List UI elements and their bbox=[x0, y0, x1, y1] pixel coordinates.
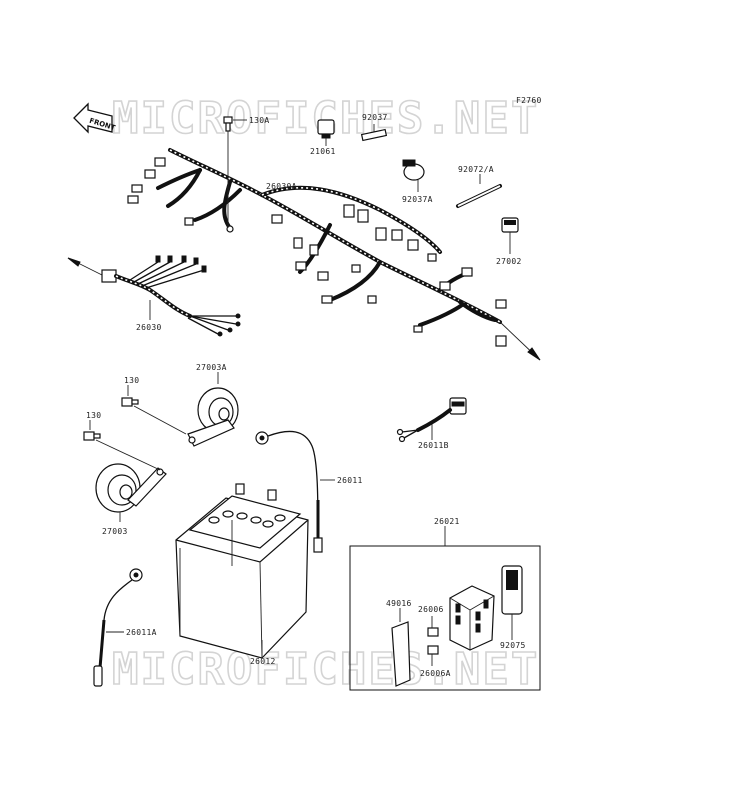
horn-27003A-icon bbox=[121, 372, 239, 447]
clamp-92037-icon bbox=[360, 124, 388, 142]
part-27002-icon bbox=[501, 217, 519, 254]
label-26011: 26011 bbox=[337, 476, 363, 485]
cable-26011B-icon bbox=[396, 397, 467, 443]
label-26030: 26030 bbox=[136, 323, 162, 332]
label-27003A: 27003A bbox=[196, 363, 227, 372]
label-130-lower: 130 bbox=[86, 411, 101, 420]
label-92072A: 92072/A bbox=[458, 165, 494, 174]
diagram-code: F2760 bbox=[516, 96, 542, 105]
label-26006: 26006 bbox=[418, 605, 444, 614]
cable-26011A-icon bbox=[93, 568, 143, 687]
horn-27003-icon bbox=[83, 431, 167, 522]
label-92037A: 92037A bbox=[402, 195, 433, 204]
watermark-bottom: MICROFICHES.NET bbox=[112, 644, 539, 695]
label-26021: 26021 bbox=[434, 517, 460, 526]
label-49016: 49016 bbox=[386, 599, 412, 608]
label-21061: 21061 bbox=[310, 147, 336, 156]
cable-26011-icon bbox=[255, 430, 335, 553]
label-27003: 27003 bbox=[102, 527, 128, 536]
label-92037: 92037 bbox=[362, 113, 388, 122]
label-26030A: 26030A bbox=[266, 182, 297, 191]
band-92072A-icon bbox=[456, 174, 502, 208]
label-130A: 130A bbox=[249, 116, 269, 125]
label-26006A: 26006A bbox=[420, 669, 451, 678]
battery-26012-icon bbox=[175, 483, 309, 659]
label-130-upper: 130 bbox=[124, 376, 139, 385]
junction-box-group-26021 bbox=[349, 526, 541, 691]
clamp-92037A-icon bbox=[402, 159, 425, 192]
sub-harness-26030 bbox=[67, 255, 241, 337]
bolt-130A-icon bbox=[223, 116, 247, 228]
label-26011B: 26011B bbox=[418, 441, 449, 450]
label-26011A: 26011A bbox=[126, 628, 157, 637]
front-arrow-icon: FRONT bbox=[73, 102, 116, 134]
label-26012: 26012 bbox=[250, 657, 276, 666]
label-92075: 92075 bbox=[500, 641, 526, 650]
relay-21061-icon bbox=[317, 119, 335, 146]
main-harness bbox=[127, 148, 541, 361]
label-27002: 27002 bbox=[496, 257, 522, 266]
